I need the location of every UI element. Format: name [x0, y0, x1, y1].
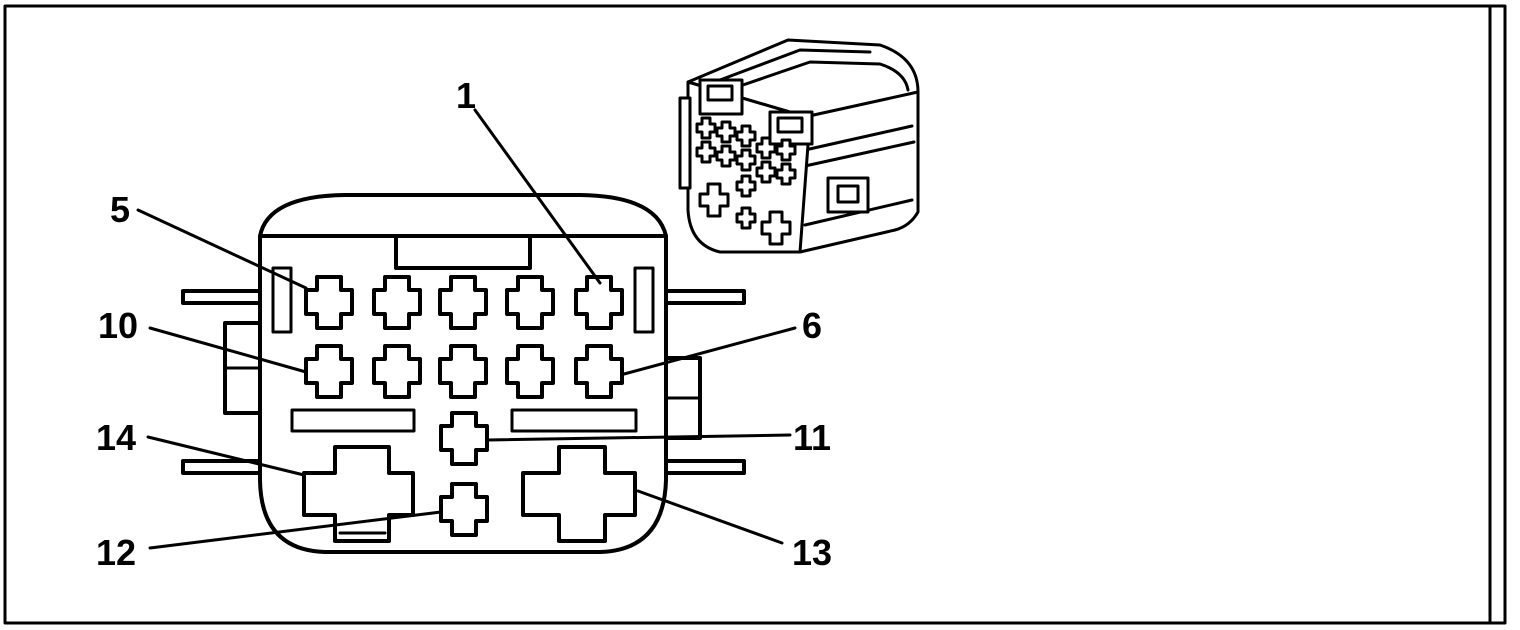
pin-label-13: 13 — [792, 532, 832, 573]
leader-6 — [622, 326, 797, 376]
leader-14 — [146, 435, 306, 477]
iso-right-side — [798, 90, 920, 254]
terminal-6 — [574, 344, 624, 399]
terminal-13 — [521, 445, 637, 543]
iso-terminal-a1 — [695, 116, 717, 140]
left-bar — [290, 408, 416, 433]
left-upper-tab — [181, 289, 265, 305]
left-slot — [271, 266, 293, 334]
terminal-8 — [438, 344, 488, 399]
iso-terminal-a5 — [775, 138, 797, 162]
pin-label-14: 14 — [96, 417, 136, 458]
diagram-frame — [3, 4, 1507, 625]
iso-top-ridge-2 — [738, 60, 910, 92]
pin-labels: 1 5 10 6 14 11 12 13 — [96, 75, 832, 573]
iso-terminal-b1 — [695, 140, 717, 164]
iso-terminal-a4 — [755, 136, 777, 160]
terminal-12 — [439, 482, 489, 537]
iso-top-ridge — [718, 48, 872, 82]
pin-label-10: 10 — [98, 305, 138, 346]
pin-label-1: 1 — [456, 75, 476, 116]
iso-side-latch-slot — [836, 184, 860, 204]
leader-10 — [148, 326, 308, 374]
iso-terminal-a3 — [735, 124, 757, 148]
terminal-10 — [304, 344, 354, 399]
iso-terminal-b4 — [755, 160, 777, 184]
pin-label-6: 6 — [802, 305, 822, 346]
connector-housing — [258, 193, 668, 554]
iso-front-block-right-slot — [776, 116, 804, 134]
leader-11 — [486, 433, 792, 442]
iso-terminal-c1 — [735, 174, 757, 198]
pin-label-12: 12 — [96, 532, 136, 573]
iso-terminal-large-left — [698, 182, 730, 218]
iso-left-tab — [678, 96, 692, 190]
leader-lines — [136, 108, 797, 550]
right-upper-tab — [662, 289, 746, 305]
terminal-2 — [505, 275, 555, 330]
right-bar — [510, 408, 638, 433]
terminal-4 — [372, 275, 422, 330]
leader-5 — [136, 208, 308, 290]
terminal-1 — [574, 275, 624, 330]
terminal-7 — [505, 344, 555, 399]
pin-label-5: 5 — [110, 189, 130, 230]
terminal-14 — [302, 445, 415, 543]
iso-terminal-large-right — [760, 210, 792, 246]
iso-side-groove-1 — [803, 124, 914, 152]
terminal-9 — [372, 344, 422, 399]
pin-label-11: 11 — [793, 417, 831, 458]
iso-terminal-b2 — [715, 144, 737, 168]
top-key — [394, 234, 532, 270]
right-lower-tab — [662, 459, 746, 475]
iso-side-groove-2 — [803, 140, 916, 168]
right-slot — [633, 266, 655, 334]
connector-isometric-view — [678, 38, 920, 254]
leader-13 — [636, 489, 784, 545]
terminal-11 — [439, 411, 489, 466]
leader-1 — [473, 108, 602, 285]
iso-terminal-b5 — [775, 162, 797, 186]
iso-terminal-b3 — [735, 148, 757, 172]
terminal-5 — [304, 275, 354, 330]
iso-front-block-left-slot — [706, 84, 734, 102]
leader-12 — [148, 510, 443, 550]
iso-terminal-a2 — [715, 120, 737, 144]
terminal-3 — [438, 275, 488, 330]
iso-terminal-c2 — [735, 206, 757, 230]
